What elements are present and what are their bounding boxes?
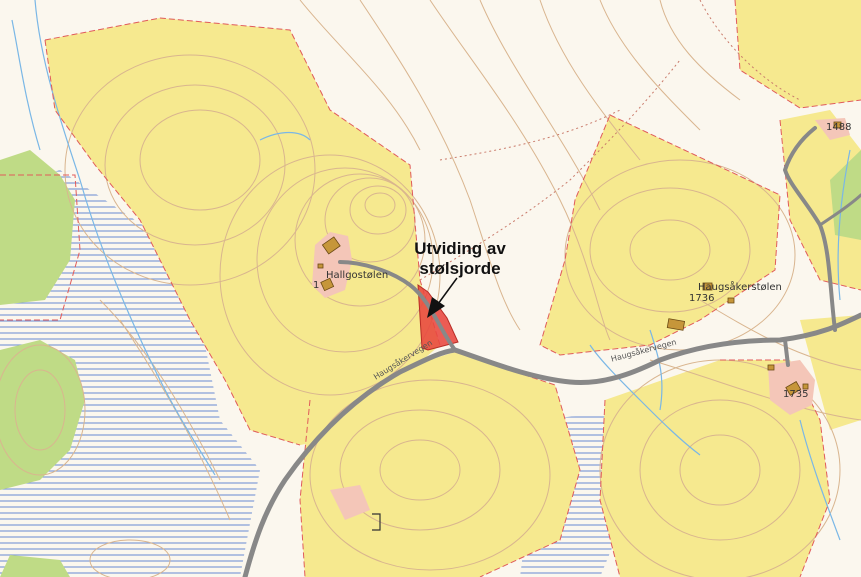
green-area-east <box>830 150 861 240</box>
buildings <box>317 121 842 396</box>
extension-area <box>417 283 459 351</box>
annotation-line-1: Utviding av <box>414 239 506 258</box>
place-label-haugsakerstolen: Haugsåkerstølen <box>698 282 782 293</box>
forest-area-northeast <box>735 0 861 108</box>
marsh-area-west <box>0 170 260 577</box>
annotation-text: Utviding av stølsjorde <box>398 239 522 279</box>
place-number-farm-east: 1735 <box>783 389 809 400</box>
green-area-west <box>0 150 75 305</box>
annotation-line-2: stølsjorde <box>419 259 501 278</box>
forest-area-center-south <box>300 352 580 577</box>
forest-area-east <box>540 115 780 355</box>
place-number-haugsakerstolen: 1736 <box>689 293 715 304</box>
footpaths <box>419 0 801 281</box>
streams <box>11 0 851 541</box>
forest-area-east-small <box>780 110 861 290</box>
place-number-farm-northeast: 1488 <box>826 122 852 133</box>
forest-area-east-edge <box>800 315 861 430</box>
place-number-hallgostolen: 1 <box>313 280 320 291</box>
settlement-area-south <box>330 485 370 520</box>
place-label-hallgostolen: Hallgostølen <box>326 270 389 281</box>
green-area-southwest <box>0 340 85 490</box>
roads <box>242 126 861 577</box>
green-area-southwest-corner <box>0 555 70 577</box>
building-outline-south <box>372 513 381 531</box>
forest-area-northwest <box>45 18 440 445</box>
annotation-arrow <box>427 277 458 318</box>
